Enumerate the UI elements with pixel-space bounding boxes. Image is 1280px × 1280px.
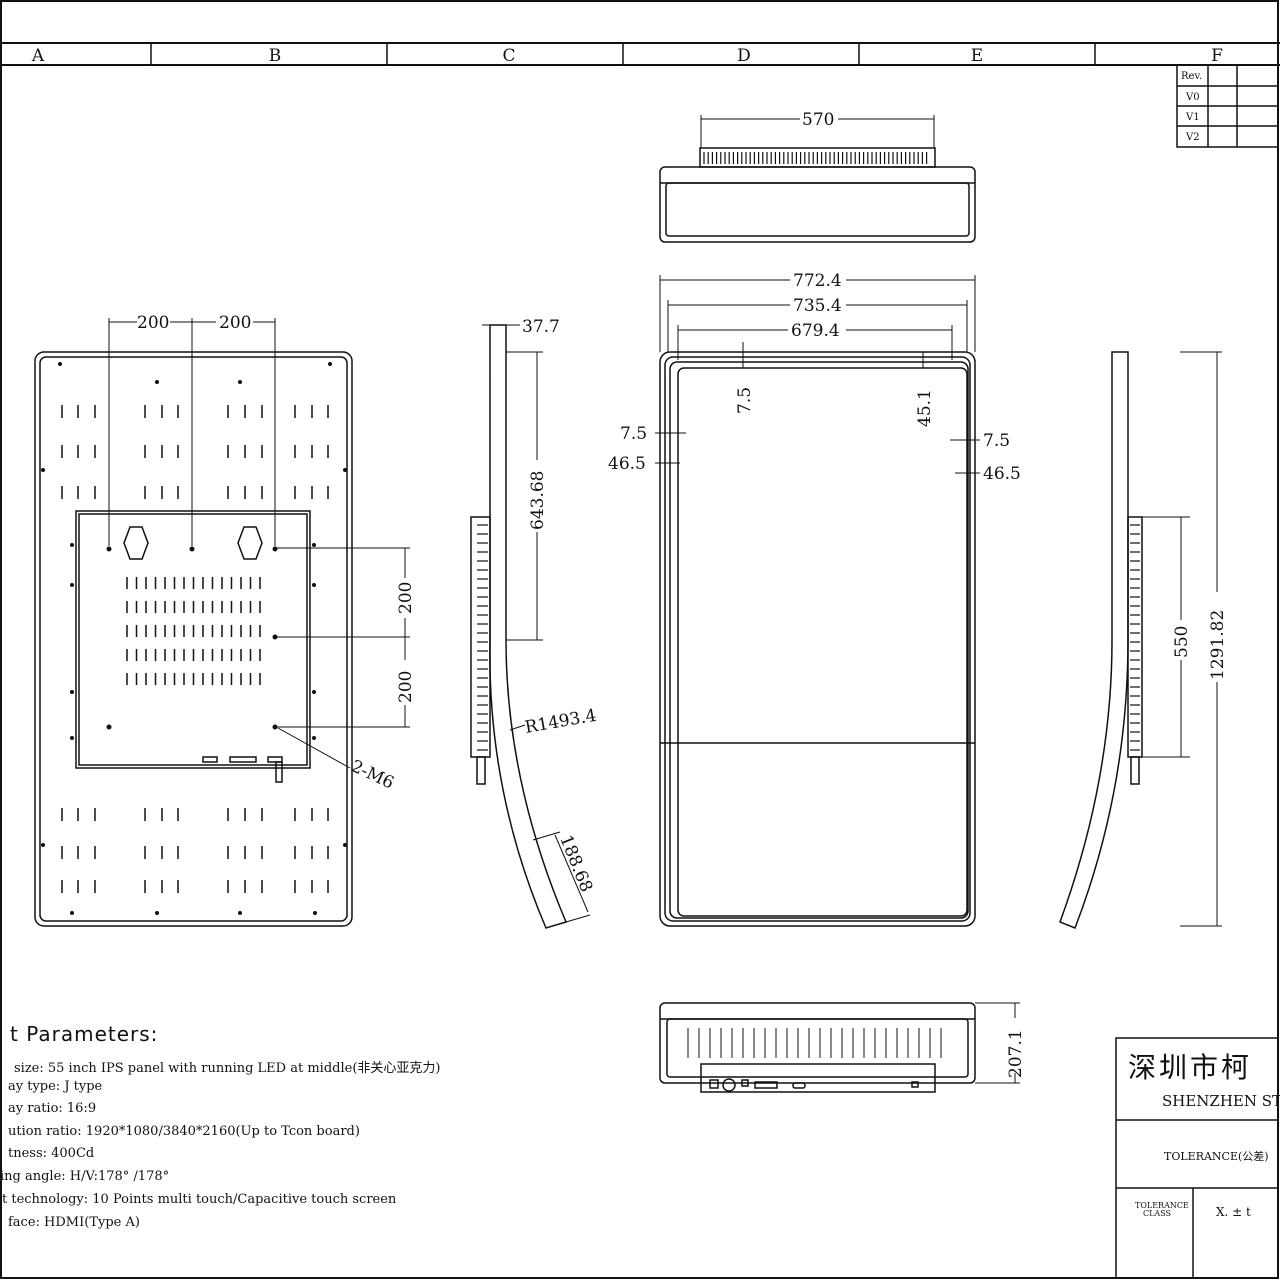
parameter-line: tness: 400Cd (8, 1146, 95, 1161)
dim-vesa-v1: 200 (396, 582, 416, 614)
mounting-hole (70, 736, 74, 740)
mounting-hole (70, 583, 74, 587)
dim-bezel-left-inner: 46.5 (608, 454, 646, 474)
dim-bezel-right: 7.5 (983, 431, 1010, 451)
mounting-hole (41, 843, 45, 847)
dim-bottom-depth-label: 207.1 (1006, 1029, 1026, 1078)
mounting-hole (312, 690, 316, 694)
parameter-line: ay ratio: 16:9 (8, 1101, 97, 1116)
column-label-f: F (1211, 46, 1223, 66)
revision-row: V2 (1185, 132, 1200, 143)
dim-bottom-depth (975, 1002, 1020, 1084)
mounting-hole (328, 362, 332, 366)
revision-header: Rev. (1181, 71, 1202, 82)
parameter-line: ution ratio: 1920*1080/3840*2160(Up to T… (8, 1124, 360, 1139)
tolerance-value: X. ± t (1216, 1205, 1251, 1219)
mounting-hole (155, 911, 159, 915)
dim-vesa-v2: 200 (396, 671, 416, 703)
bottom-view (659, 1002, 976, 1093)
dim-vesa-h1: 200 (137, 313, 169, 333)
mounting-hole (70, 690, 74, 694)
dim-side-right (1142, 516, 1190, 758)
tolerance-class-label: TOLERANCE (1135, 1201, 1189, 1210)
mounting-hole (70, 543, 74, 547)
dim-front-widths (655, 275, 1222, 927)
dim-curve-radius: R1493.4 (523, 706, 598, 738)
dim-inner-width: 679.4 (791, 321, 840, 341)
dim-bezel-left: 7.5 (620, 424, 647, 444)
title-block (1115, 1037, 1279, 1279)
dim-bezel-top-inner: 45.1 (915, 389, 935, 427)
dim-side-box-height: 550 (1172, 626, 1192, 658)
revision-row: V0 (1185, 92, 1200, 103)
side-view-left (470, 324, 568, 929)
tolerance-class-label: CLASS (1143, 1209, 1171, 1218)
dim-bezel-right-inner: 46.5 (983, 464, 1021, 484)
dim-vesa-h2: 200 (219, 313, 251, 333)
parameter-line: ay type: J type (8, 1079, 103, 1094)
parameter-line: ing angle: H/V:178° /178° (0, 1169, 170, 1184)
mounting-hole (312, 736, 316, 740)
company-name-en: SHENZHEN ST (1162, 1092, 1280, 1110)
mounting-hole (312, 583, 316, 587)
column-label-d: D (737, 46, 751, 66)
dim-side-left (482, 324, 591, 923)
mounting-hole (312, 543, 316, 547)
column-labels: A B C D E F (31, 46, 1223, 66)
revision-table: Rev. V0 V1 V2 (1176, 64, 1279, 148)
dim-side-upper: 643.68 (528, 471, 548, 530)
column-label-b: B (269, 46, 282, 66)
parameters-title: t Parameters: (10, 1022, 159, 1046)
dim-top-width-label: 570 (802, 110, 834, 130)
column-label-e: E (971, 46, 983, 66)
mounting-hole (58, 362, 62, 366)
top-view (659, 147, 976, 243)
parameter-line: t technology: 10 Points multi touch/Capa… (2, 1192, 397, 1207)
mounting-hole (106, 724, 112, 730)
dim-frame-width: 735.4 (793, 296, 842, 316)
front-view (659, 351, 976, 927)
side-view-right (1059, 351, 1143, 929)
mounting-hole (70, 911, 74, 915)
mounting-hole (343, 468, 347, 472)
mounting-hole (106, 546, 112, 552)
mounting-hole (238, 380, 242, 384)
parameter-line: face: HDMI(Type A) (8, 1215, 140, 1230)
mounting-hole (238, 911, 242, 915)
mounting-hole (189, 546, 195, 552)
mounting-hole (272, 546, 278, 552)
dim-overall-height: 1291.82 (1208, 610, 1228, 680)
column-label-a: A (31, 46, 45, 66)
dim-bezel-top: 7.5 (735, 387, 755, 414)
company-name-cn: 深圳市柯 (1128, 1051, 1252, 1084)
rear-view (34, 351, 353, 927)
dim-top-width (700, 115, 935, 148)
revision-row: V1 (1185, 112, 1200, 123)
dim-side-depth: 37.7 (522, 317, 560, 337)
dim-vesa (108, 318, 410, 769)
column-label-c: C (502, 46, 515, 66)
dim-overall-width: 772.4 (793, 271, 842, 291)
dim-curve-depth: 188.68 (555, 832, 596, 895)
mounting-hole (155, 380, 159, 384)
tolerance-label: TOLERANCE(公差) (1164, 1149, 1269, 1163)
parameter-line: size: 55 inch IPS panel with running LED… (14, 1061, 441, 1076)
dim-screw: 2-M6 (348, 756, 397, 793)
mounting-hole (343, 843, 347, 847)
mounting-hole (41, 468, 45, 472)
mounting-hole (313, 911, 317, 915)
